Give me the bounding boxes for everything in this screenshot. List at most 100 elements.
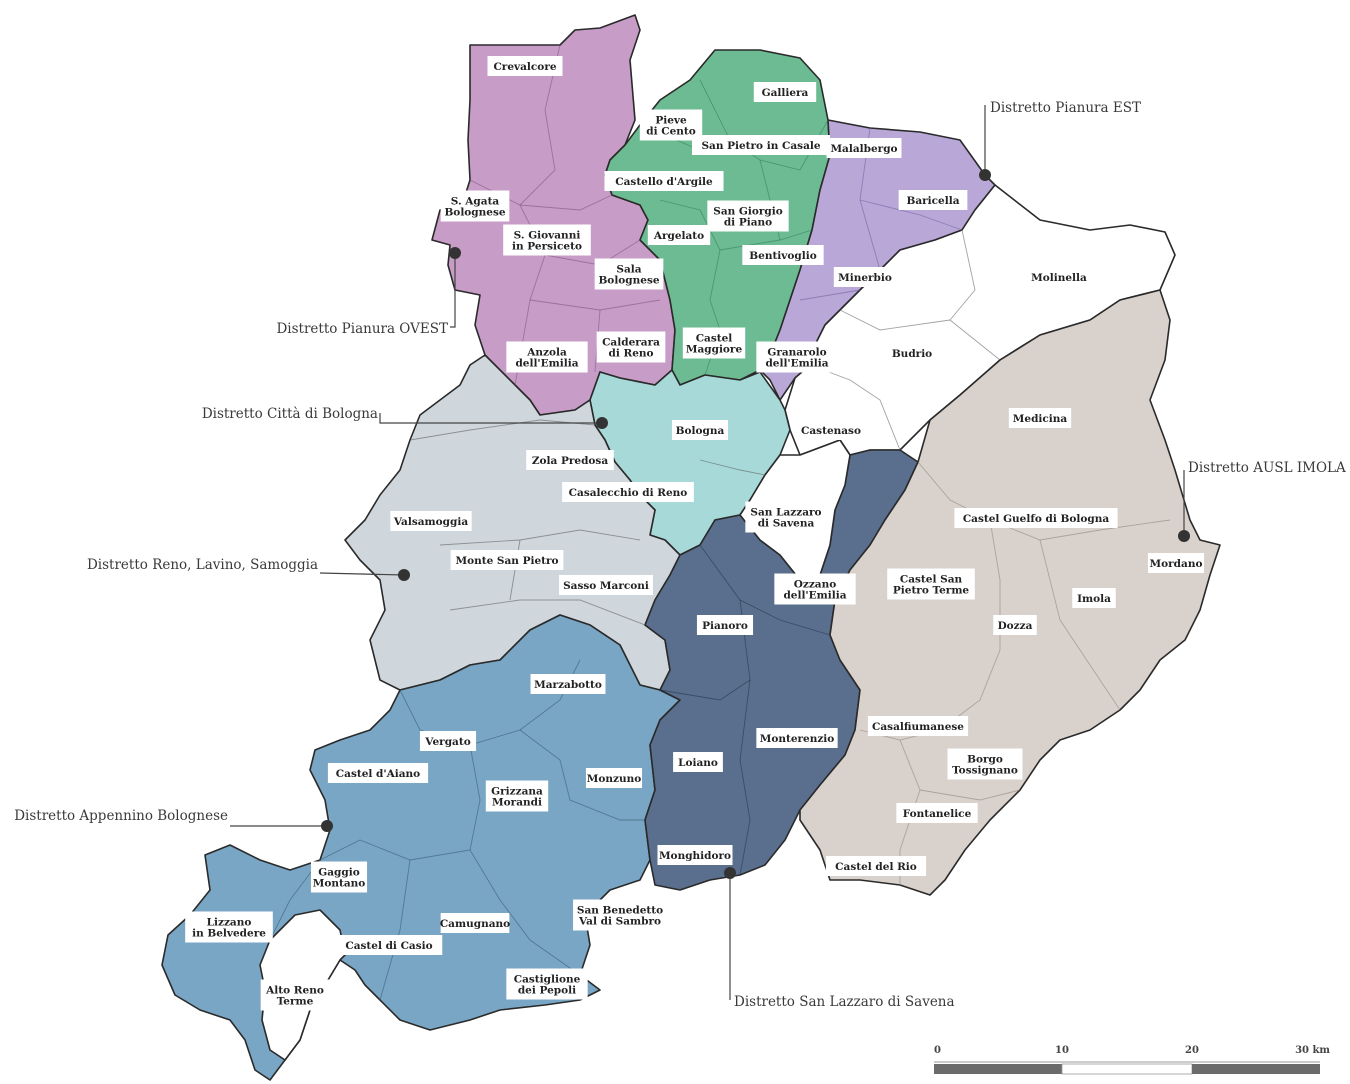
municipality-label[interactable]: Castel di Casio <box>335 935 443 955</box>
municipality-label-box <box>506 341 588 373</box>
municipality-label[interactable]: Mordano <box>1147 553 1205 573</box>
municipality-label[interactable]: Galliera <box>753 82 817 102</box>
municipality-label[interactable]: Baricella <box>898 190 968 210</box>
municipality-label[interactable]: Monzuno <box>585 768 643 788</box>
municipality-label-text: Castel <box>696 333 733 345</box>
municipality-label-box <box>826 138 902 158</box>
municipality-label-box <box>993 615 1037 635</box>
municipality-label-text: Fontanelice <box>903 808 972 820</box>
municipality-label-text: Gaggio <box>318 867 359 879</box>
municipality-label-text: San Giorgio <box>713 206 783 218</box>
municipality-label[interactable]: Casalecchio di Reno <box>562 482 694 502</box>
municipality-label[interactable]: Marzabotto <box>530 674 606 694</box>
municipality-label[interactable]: Imola <box>1072 588 1116 608</box>
municipality-label[interactable]: Monterenzio <box>756 728 838 748</box>
municipality-label[interactable]: Castel d'Aiano <box>327 763 429 783</box>
district-markers <box>230 105 1185 1000</box>
municipality-label[interactable]: Medicina <box>1008 408 1072 428</box>
municipality-label-box <box>596 331 666 363</box>
municipality-label[interactable]: Argelato <box>647 225 711 245</box>
municipality-label[interactable]: Camugnano <box>440 913 510 933</box>
municipality-label[interactable]: Vergato <box>419 731 477 751</box>
municipality-label-box <box>562 482 694 502</box>
dot-pianura-est <box>979 169 991 181</box>
municipality-label-text: Castenaso <box>801 425 861 437</box>
municipality-label[interactable]: Dozza <box>993 615 1037 635</box>
municipality-label-box <box>896 803 978 823</box>
municipality-label-box <box>796 420 866 440</box>
municipality-label-box <box>503 224 591 256</box>
region-imola[interactable] <box>799 289 1221 896</box>
municipality-label-box <box>419 731 477 751</box>
municipality-label-box <box>898 190 968 210</box>
municipality-label-text: Castel d'Aiano <box>336 768 420 780</box>
municipality-label[interactable]: Molinella <box>1024 267 1094 287</box>
municipality-label[interactable]: Bentivoglio <box>742 245 824 265</box>
municipality-label-box <box>671 420 729 440</box>
municipality-label-text: Castiglione <box>514 974 581 986</box>
municipality-label-text: Mordano <box>1150 558 1203 570</box>
municipality-label-box <box>506 968 588 1000</box>
municipality-label-box <box>954 508 1118 528</box>
municipality-label[interactable]: Fontanelice <box>896 803 978 823</box>
municipality-label[interactable]: Bologna <box>671 420 729 440</box>
municipality-label[interactable]: Castel del Rio <box>825 856 927 876</box>
municipality-label[interactable]: Valsamoggia <box>390 511 472 531</box>
municipality-label[interactable]: Monte San Pietro <box>450 550 564 570</box>
dot-citta <box>596 417 608 429</box>
municipality-label[interactable]: Malalbergo <box>826 138 902 158</box>
municipality-label-box <box>559 575 653 595</box>
municipality-label[interactable]: Zola Predosa <box>526 450 614 470</box>
municipality-label-text: Budrio <box>892 348 932 360</box>
municipality-label[interactable]: Castenaso <box>796 420 866 440</box>
scale-segment-0 <box>934 1064 1062 1074</box>
municipality-label-box <box>485 780 549 812</box>
scale-bar: 0 10 20 30 km <box>934 1045 1330 1075</box>
municipality-label[interactable]: Budrio <box>887 343 937 363</box>
municipality-label[interactable]: Minerbio <box>833 267 897 287</box>
municipality-label[interactable]: San Pietro in Casale <box>692 135 830 155</box>
municipality-label[interactable]: Crevalcore <box>487 56 563 76</box>
municipality-label-text: Pietro Terme <box>893 585 970 597</box>
municipality-label[interactable]: Castel Guelfo di Bologna <box>954 508 1118 528</box>
municipality-label[interactable]: Monghidoro <box>657 845 733 865</box>
scale-tick-0: 0 <box>934 1045 941 1056</box>
municipality-label[interactable]: Casalfiumanese <box>867 716 969 736</box>
municipality-label[interactable]: Sasso Marconi <box>559 575 653 595</box>
municipality-label-text: Ozzano <box>794 579 837 591</box>
municipality-label-text: Casalfiumanese <box>872 721 964 733</box>
municipality-label-text: Castel San <box>900 574 963 586</box>
municipality-label-text: di Reno <box>608 348 653 360</box>
municipality-label-box <box>774 573 856 605</box>
municipality-label-box <box>1024 267 1094 287</box>
municipality-label[interactable]: Castello d'Argile <box>604 171 724 191</box>
municipality-label[interactable]: Pianoro <box>696 615 754 635</box>
municipality-label[interactable]: Loiano <box>673 752 723 772</box>
municipality-label-text: di Savena <box>758 518 815 530</box>
municipality-label-text: Baricella <box>906 195 959 207</box>
municipality-label-text: Molinella <box>1031 272 1087 284</box>
municipality-label-text: San Pietro in Casale <box>701 140 820 152</box>
municipality-label-text: Zola Predosa <box>532 455 608 467</box>
municipality-label-text: Crevalcore <box>493 61 556 73</box>
